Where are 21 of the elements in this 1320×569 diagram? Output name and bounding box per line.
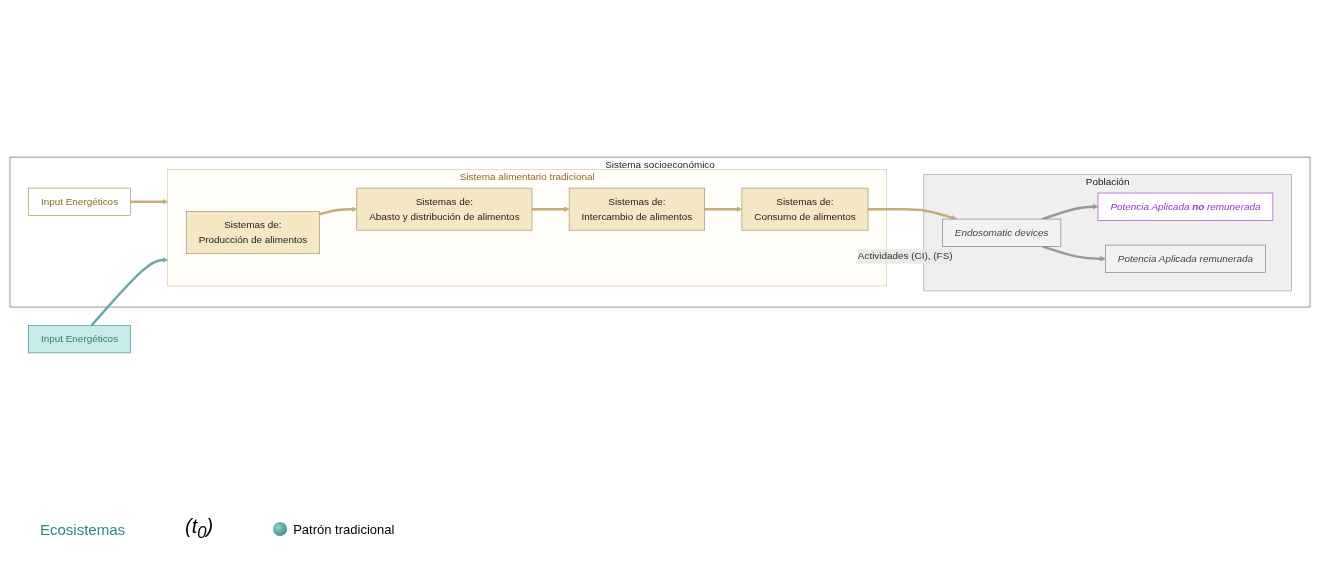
legend-text: Patrón tradicional <box>293 521 395 537</box>
node-box: Input Energéticos <box>28 187 131 216</box>
node-box: Endosomatic devices <box>942 218 1062 247</box>
node-box: Sistemas de: Abasto y distribución de alimentos <box>356 187 533 231</box>
node-box: Sistemas de: Intercambio de alimentos <box>568 187 705 231</box>
arrow <box>130 199 168 205</box>
node-box: Potencia Aplicada remunerada <box>1105 244 1266 273</box>
arrow <box>868 207 957 221</box>
node-box: Input Energéticos <box>28 325 131 354</box>
arrow <box>319 206 357 216</box>
arrow <box>1042 203 1099 221</box>
region-label: Ecosistemas <box>40 520 126 538</box>
edge-label: Actividades (CI), (FS) <box>857 250 953 262</box>
node-box: Potencia Aplicada no remunerada <box>1097 192 1274 221</box>
time-label: (t$_{0}$) <box>185 515 214 543</box>
arrow <box>704 206 743 212</box>
arrow <box>90 257 168 327</box>
arrow <box>1042 245 1106 262</box>
arrow <box>532 206 570 212</box>
node-box: Sistemas de: Producción de alimentos <box>185 211 320 255</box>
node-box: Sistemas de: Consumo de alimentos <box>741 187 869 231</box>
